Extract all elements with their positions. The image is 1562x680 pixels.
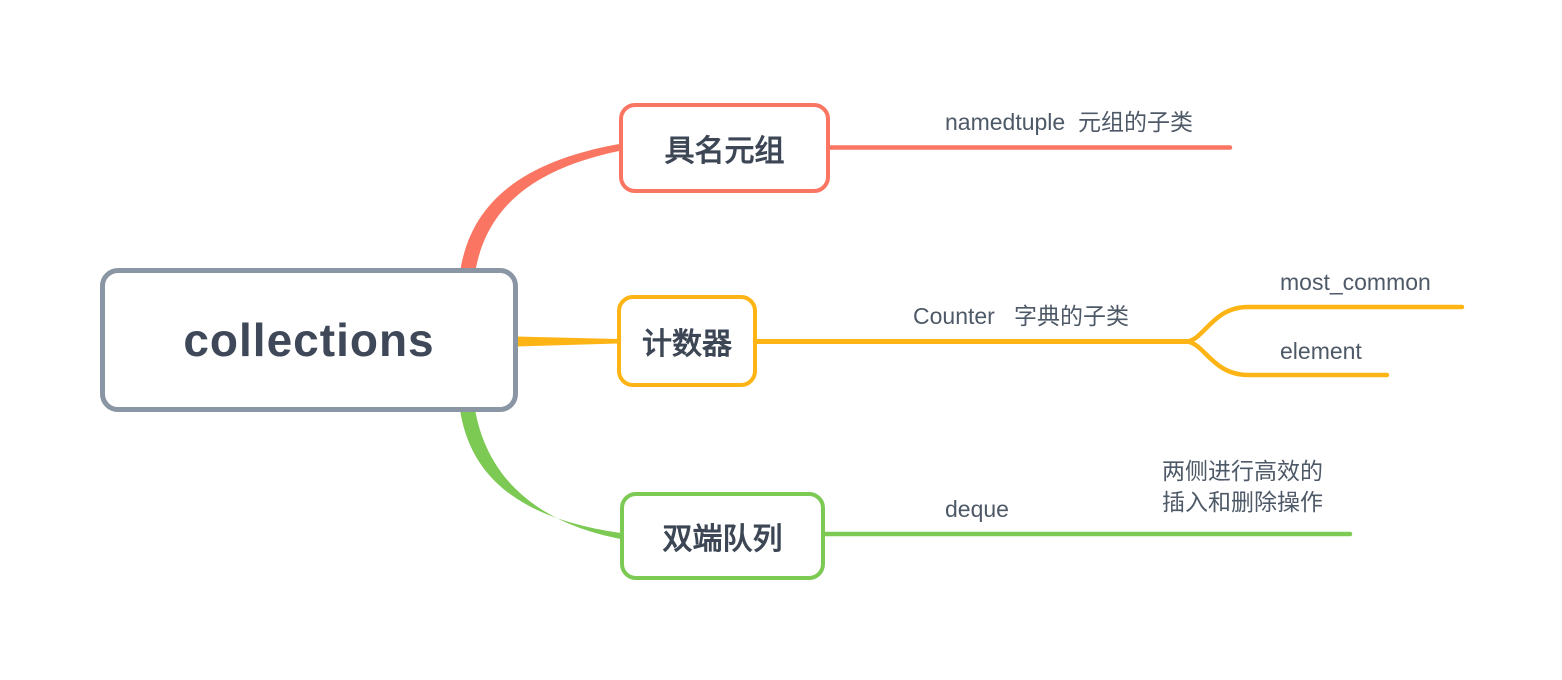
branch-node-counter-label: 计数器 (642, 328, 732, 361)
leaf-deque-description[interactable]: 两侧进行高效的 插入和删除操作 (1162, 458, 1323, 515)
edge-counter-to-element (1183, 339, 1390, 378)
branch-node-deque[interactable]: 双端队列 (620, 492, 825, 580)
branch-node-deque-label: 双端队列 (662, 523, 783, 556)
leaf-element[interactable]: element (1280, 338, 1362, 364)
branch-node-namedtuple[interactable]: 具名元组 (619, 103, 830, 193)
branch-node-counter[interactable]: 计数器 (617, 295, 757, 387)
root-node-label: collections (183, 314, 435, 366)
leaf-namedtuple-note[interactable]: namedtuple 元组的子类 (945, 109, 1193, 135)
edge-root-to-namedtuple (460, 144, 619, 273)
edge-root-to-deque (460, 409, 621, 539)
root-node-collections[interactable]: collections (100, 268, 518, 412)
edge-counter-to-most-common (1183, 304, 1465, 344)
leaf-most-common[interactable]: most_common (1280, 269, 1431, 295)
leaf-deque-note[interactable]: deque (945, 496, 1009, 522)
leaf-counter-note[interactable]: Counter 字典的子类 (913, 303, 1129, 329)
edge-root-to-counter (516, 336, 618, 347)
branch-node-namedtuple-label: 具名元组 (664, 135, 785, 168)
